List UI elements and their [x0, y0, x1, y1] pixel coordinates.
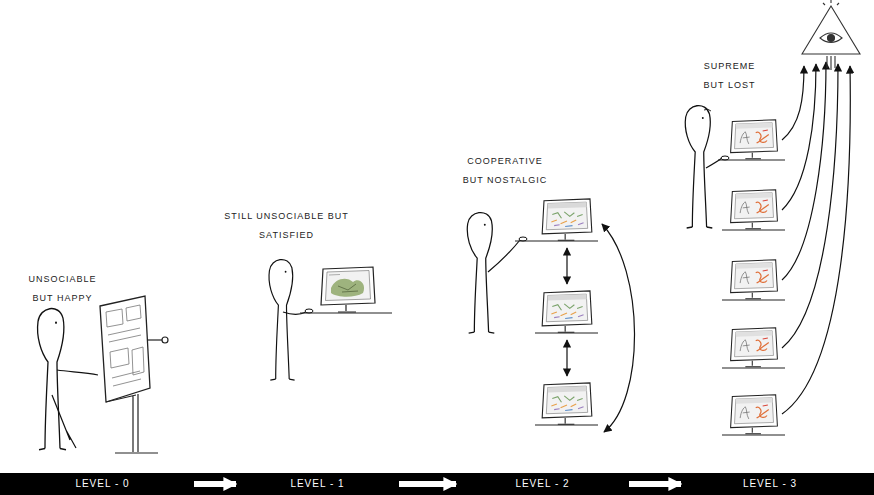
level-label: LEVEL - 1	[245, 473, 390, 495]
level-label: LEVEL - 3	[690, 473, 850, 495]
figure-caption: UNSOCIABLE BUT HAPPY	[20, 270, 105, 308]
level-cell: LEVEL - 0	[20, 473, 185, 495]
level-arrow	[194, 481, 236, 487]
figure-caption: STILL UNSOCIABLE BUT SATISFIED	[224, 207, 349, 245]
level-1-scene	[269, 260, 392, 380]
level-0-scene	[38, 296, 168, 453]
figure-caption: COOPERATIVE BUT NOSTALGIC	[456, 152, 554, 190]
level-3-scene	[685, 62, 850, 435]
figure-caption: SUPREME BUT LOST	[697, 57, 762, 95]
level-cell: LEVEL - 1	[245, 473, 390, 495]
level-arrow	[399, 481, 456, 487]
level-cell: LEVEL - 2	[465, 473, 620, 495]
level-cell: LEVEL - 3	[690, 473, 850, 495]
eye-triangle	[802, 0, 860, 70]
level-label: LEVEL - 2	[465, 473, 620, 495]
level-2-scene	[467, 199, 634, 432]
level-band	[0, 473, 874, 495]
level-arrow	[629, 481, 681, 487]
level-label: LEVEL - 0	[20, 473, 185, 495]
